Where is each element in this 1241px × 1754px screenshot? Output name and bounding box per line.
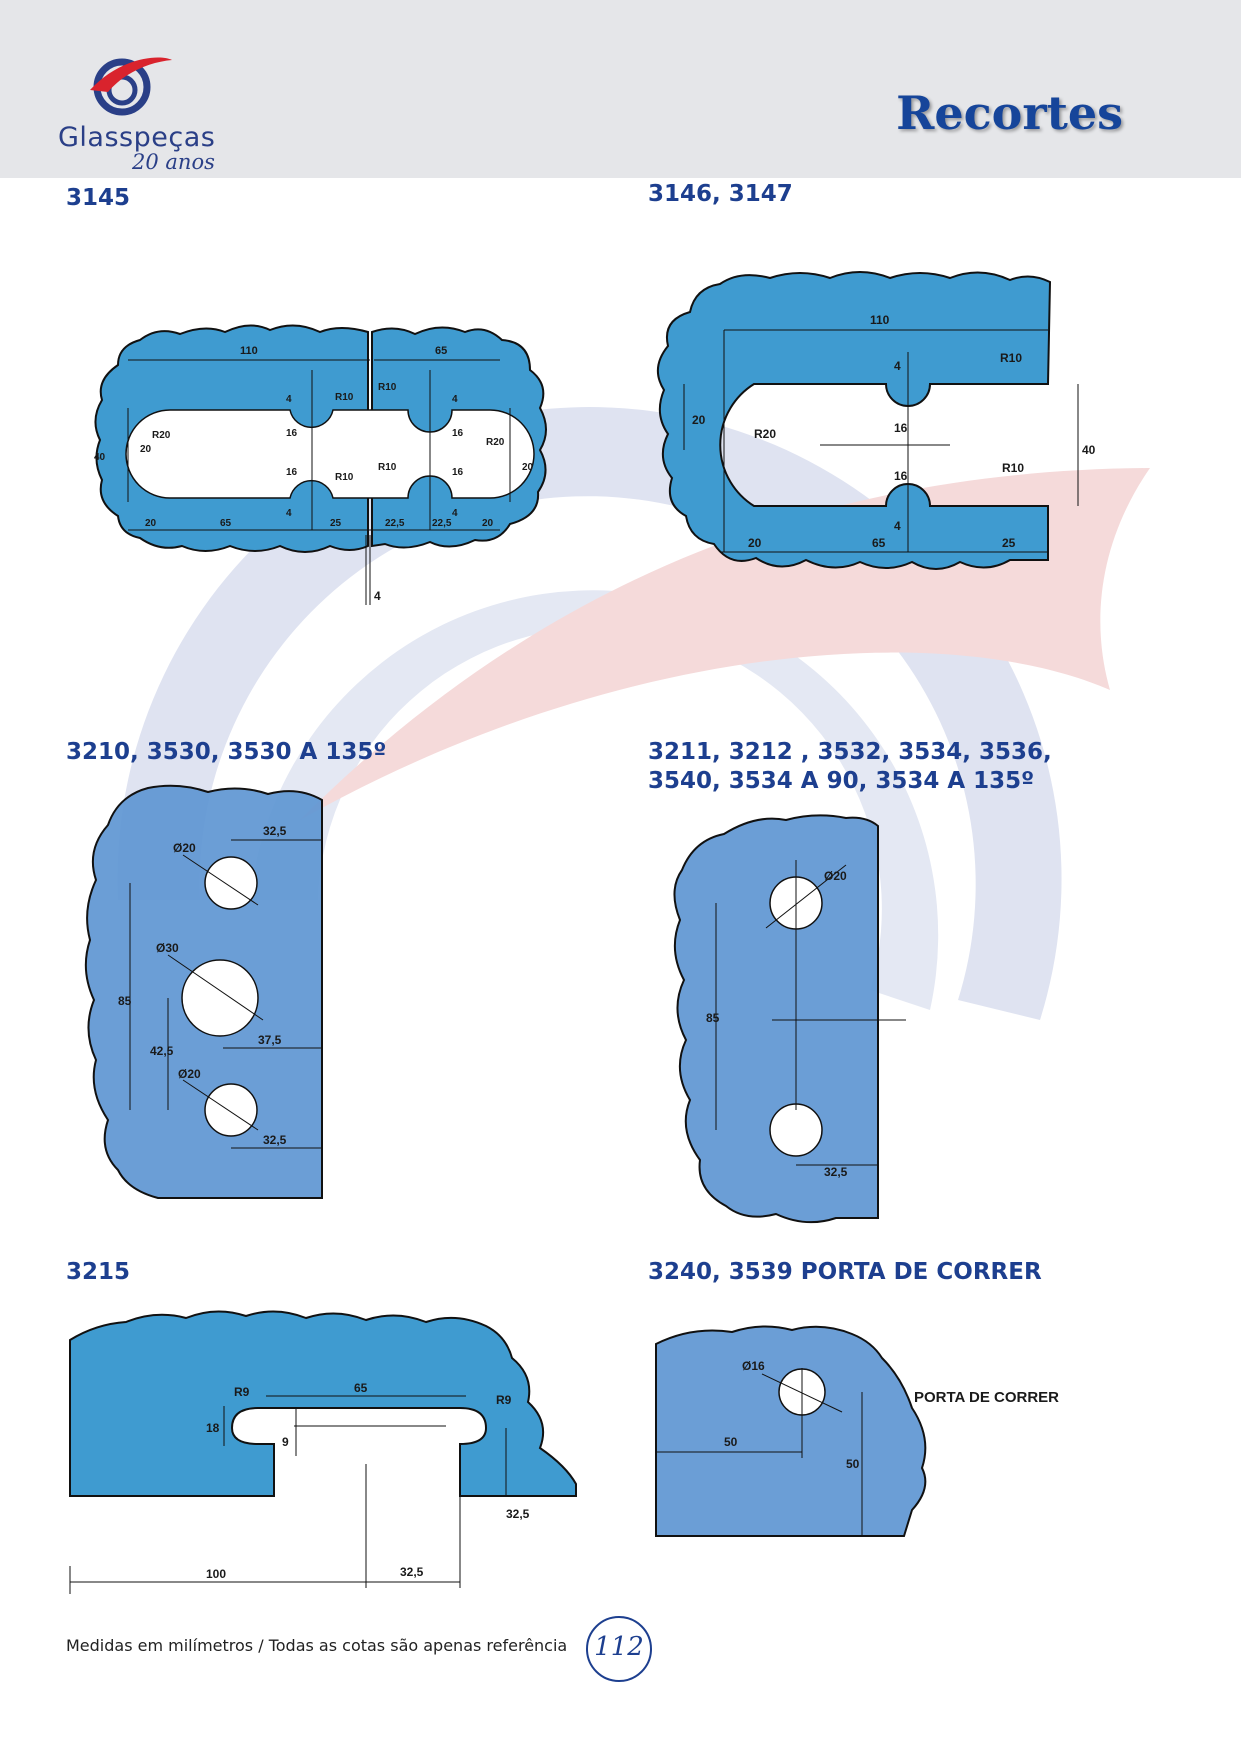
page-title: Recortes: [896, 86, 1123, 140]
dim-4-a: 4: [286, 394, 292, 405]
dim-16-a: 16: [286, 428, 298, 439]
section-title-3146: 3146, 3147: [648, 181, 793, 207]
dim-65-bottom: 65: [220, 518, 232, 529]
diagram-3215: 65 R9 R9 18 9 32,5 100 32,5: [69, 1310, 577, 1594]
dim-r10-bottom: R10: [1002, 461, 1024, 475]
dim-20-right: 20: [522, 462, 534, 473]
section-title-3145: 3145: [66, 185, 131, 211]
diagram-3211: Ø20 85 32,5: [673, 814, 906, 1224]
dim-42-5: 42,5: [150, 1044, 174, 1058]
section-title-3240: 3240, 3539 PORTA DE CORRER: [648, 1259, 1042, 1285]
dim-r9-left: R9: [234, 1385, 250, 1399]
dim-o20: Ø20: [824, 869, 847, 883]
hole-bottom: [769, 1103, 823, 1157]
cutout-slot: [125, 409, 535, 499]
diagram-3210: 32,5 Ø20 Ø30 85 42,5 37,5 Ø20 32,5: [84, 784, 323, 1199]
dim-r20-left: R20: [152, 430, 171, 441]
section-title-3211-line1: 3211, 3212 , 3532, 3534, 3536,: [648, 739, 1052, 765]
dim-32-5-bottom: 32,5: [400, 1565, 424, 1579]
dim-16-c: 16: [452, 428, 464, 439]
dim-9: 9: [282, 1435, 289, 1449]
glass-panel: [69, 1310, 577, 1497]
section-title-3210: 3210, 3530, 3530 A 135º: [66, 739, 387, 765]
hole-top: [204, 856, 258, 910]
dim-r9-right: R9: [496, 1393, 512, 1407]
dim-22-5-a: 22,5: [385, 518, 405, 529]
dim-20-left: 20: [140, 444, 152, 455]
dim-r10-c: R10: [335, 472, 354, 483]
dim-r10-a: R10: [335, 392, 354, 403]
dim-4-b: 4: [452, 394, 458, 405]
diagram-3240: Ø16 50 50 PORTA DE CORRER: [655, 1325, 1059, 1537]
dim-16-b: 16: [286, 467, 298, 478]
dim-20-bottom: 20: [145, 518, 157, 529]
diagram-3145: 110 65 20 40 R20 R20 R10 R10 R10 R10 16 …: [94, 324, 547, 605]
dim-18: 18: [206, 1421, 220, 1435]
logo-swirl-icon: [90, 57, 172, 116]
dim-r10-top: R10: [1000, 351, 1022, 365]
dim-40: 40: [1082, 443, 1096, 457]
section-title-3215: 3215: [66, 1259, 131, 1285]
hole-middle: [181, 959, 259, 1037]
diagram-3146: 110 R10 R10 R20 20 16 16 4 4 40 20 65 25: [657, 271, 1096, 570]
dim-32-5-bottom: 32,5: [263, 1133, 287, 1147]
dim-r20-right: R20: [486, 437, 505, 448]
dim-o30: Ø30: [156, 941, 179, 955]
brand-subtitle: 20 anos: [132, 150, 215, 174]
dim-22-5-b: 22,5: [432, 518, 452, 529]
dim-25-bottom: 25: [1002, 536, 1016, 550]
dim-25-bottom: 25: [330, 518, 342, 529]
brand-name: Glasspeças: [58, 122, 216, 153]
dim-4-bottom: 4: [894, 519, 901, 533]
dim-40: 40: [94, 452, 106, 463]
dim-110: 110: [240, 345, 258, 357]
dim-85: 85: [118, 994, 132, 1008]
dim-4-gap: 4: [374, 589, 381, 603]
dim-4-top: 4: [894, 359, 901, 373]
dim-r10-d: R10: [378, 462, 397, 473]
dim-32-5: 32,5: [824, 1165, 848, 1179]
dim-16-bottom: 16: [894, 469, 908, 483]
dim-16-top: 16: [894, 421, 908, 435]
dim-4-c: 4: [286, 508, 292, 519]
dim-32-5-right: 32,5: [506, 1507, 530, 1521]
dim-20-bottom: 20: [748, 536, 762, 550]
dim-20: 20: [692, 413, 706, 427]
label-porta-de-correr: PORTA DE CORRER: [914, 1389, 1059, 1406]
dim-65: 65: [435, 345, 447, 357]
dim-100: 100: [206, 1567, 226, 1581]
dim-16-d: 16: [452, 467, 464, 478]
dim-65: 65: [354, 1381, 368, 1395]
dim-o20-bottom: Ø20: [178, 1067, 201, 1081]
glass-panel: [657, 271, 1052, 570]
section-title-3211-line2: 3540, 3534 A 90, 3534 A 135º: [648, 768, 1035, 794]
dim-110: 110: [870, 313, 890, 327]
dim-20-bottom-right: 20: [482, 518, 494, 529]
dim-r20: R20: [754, 427, 776, 441]
hole-bottom: [204, 1083, 258, 1137]
glass-panel: [673, 814, 879, 1224]
dim-50-horizontal: 50: [724, 1435, 738, 1449]
dim-50-vertical: 50: [846, 1457, 860, 1471]
dim-r10-b: R10: [378, 382, 397, 393]
dim-4-d: 4: [452, 508, 458, 519]
glass-panel: [655, 1325, 927, 1537]
dim-65-bottom: 65: [872, 536, 886, 550]
dim-37-5: 37,5: [258, 1033, 282, 1047]
brand-logo: Glasspeças 20 anos: [50, 52, 220, 174]
dim-32-5-top: 32,5: [263, 824, 287, 838]
dim-o20-top: Ø20: [173, 841, 196, 855]
page-header: [0, 0, 1241, 178]
dim-85: 85: [706, 1011, 720, 1025]
dim-o16: Ø16: [742, 1359, 765, 1373]
page-number-badge: 112: [586, 1616, 652, 1682]
page-number: 112: [594, 1632, 644, 1662]
footer-note: Medidas em milímetros / Todas as cotas s…: [66, 1636, 568, 1655]
